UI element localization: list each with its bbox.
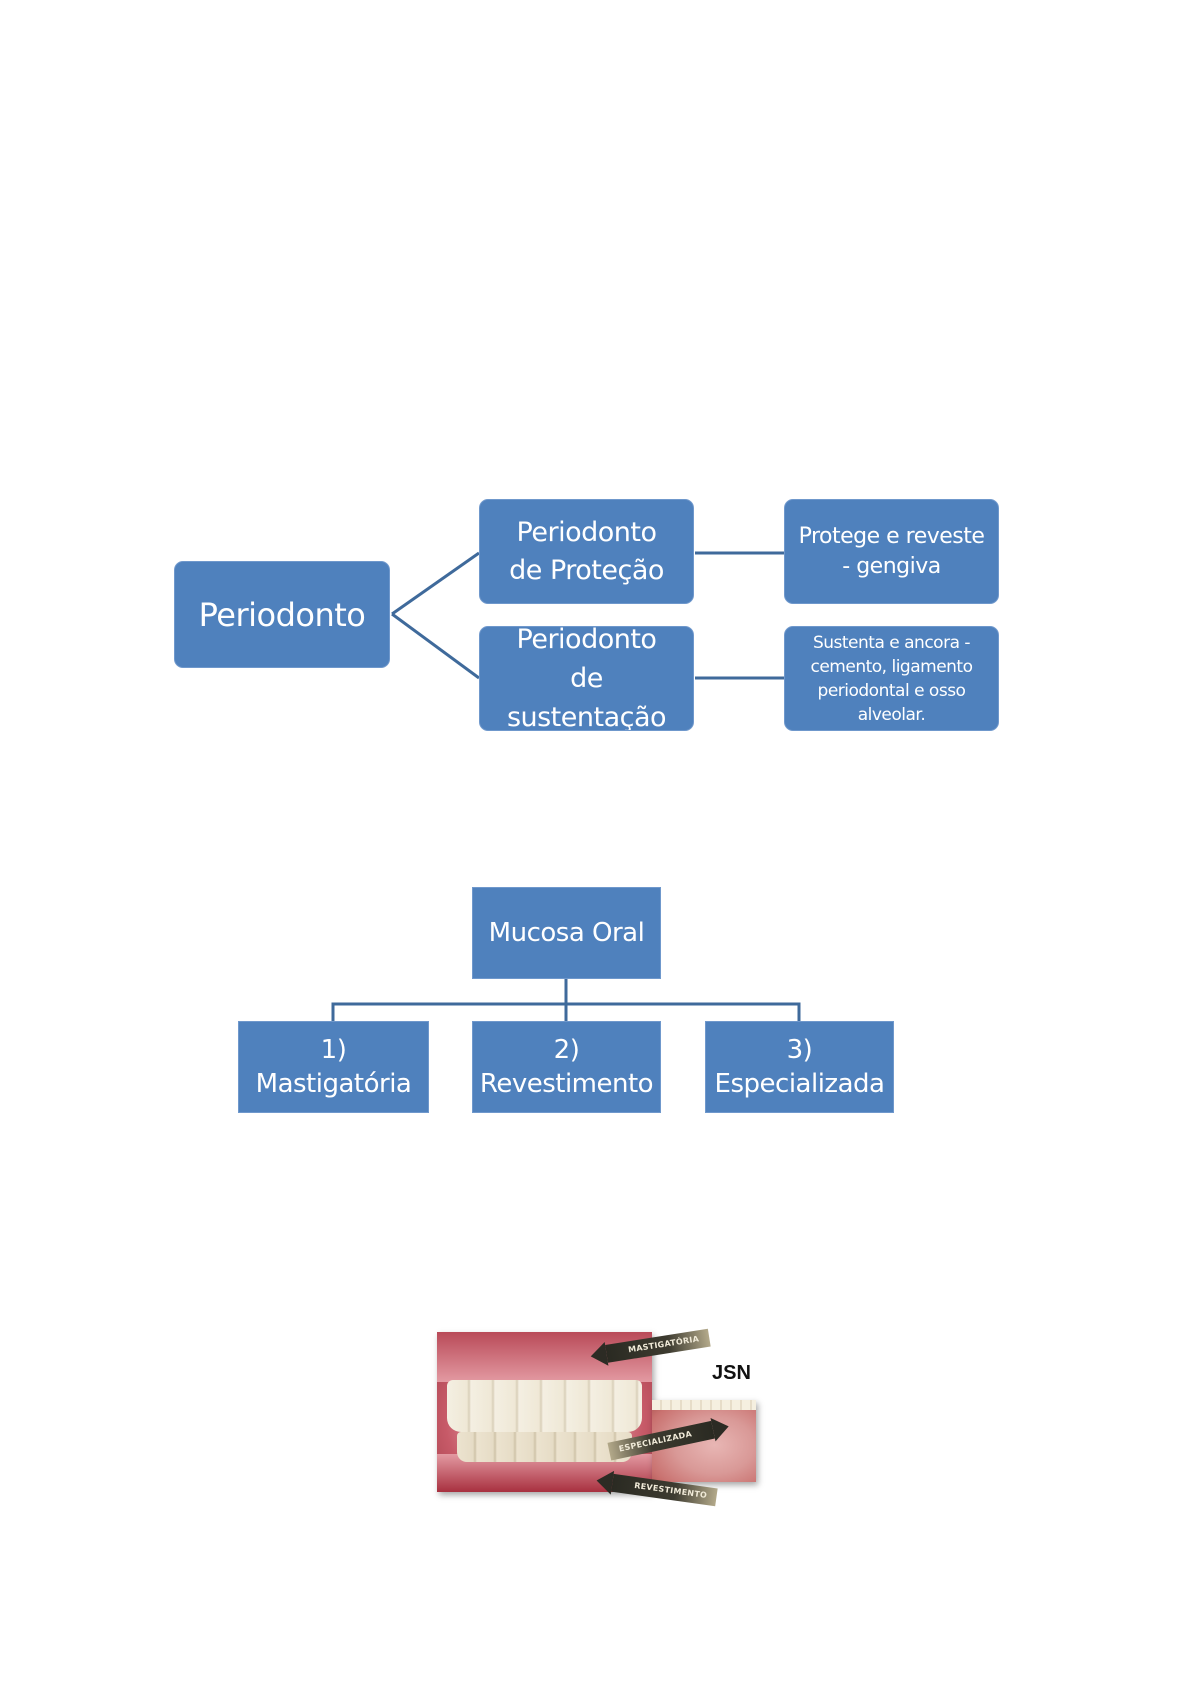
teeth-gums-photo <box>437 1332 652 1492</box>
jsn-watermark: JSN <box>712 1362 751 1384</box>
connector-root-to-protecao <box>391 551 480 616</box>
upper-teeth <box>447 1380 642 1432</box>
periodonto-sustentacao-node: Periodonto de sustentação <box>479 626 694 731</box>
lower-teeth <box>457 1432 632 1462</box>
mucosa-mastigatoria-node: 1) Mastigatória <box>238 1021 429 1113</box>
mucosa-revestimento-node: 2) Revestimento <box>472 1021 661 1113</box>
connector-mucosa-tree <box>331 1002 801 1021</box>
connector-root-to-sustentacao <box>391 612 480 680</box>
mucosa-oral-root-node: Mucosa Oral <box>472 887 661 979</box>
oral-mucosa-figure: JSN MASTIGATÓRIA ESPECIALIZADA REVESTIME… <box>430 1326 770 1516</box>
periodonto-root-node: Periodonto <box>174 561 390 668</box>
mucosa-especializada-node: 3) Especializada <box>705 1021 894 1113</box>
periodonto-protecao-node: Periodonto de Proteção <box>479 499 694 604</box>
sustentacao-description-node: Sustenta e ancora - cemento, ligamento p… <box>784 626 999 731</box>
protecao-description-node: Protege e reveste - gengiva <box>784 499 999 604</box>
